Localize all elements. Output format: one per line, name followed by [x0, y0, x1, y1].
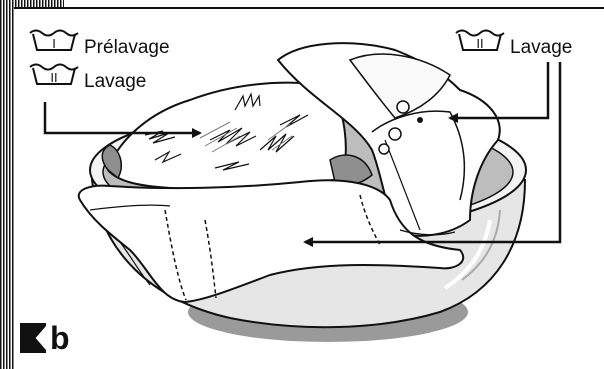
corner-stripes [0, 0, 64, 7]
wash-numeral: II [50, 70, 57, 85]
button [397, 101, 409, 113]
wash-numeral: II [476, 36, 483, 51]
wash-label-left: Lavage [84, 72, 146, 91]
margin-stripes [0, 0, 14, 369]
section-block-icon [20, 323, 46, 353]
garment-prewash [108, 83, 346, 190]
button [389, 128, 401, 140]
prewash-numeral: I [52, 36, 56, 51]
prewash-label: Prélavage [84, 38, 170, 57]
section-marker: b [20, 322, 70, 354]
wash-label-right: Lavage [510, 38, 572, 57]
section-letter: b [50, 322, 70, 354]
button [379, 144, 389, 154]
